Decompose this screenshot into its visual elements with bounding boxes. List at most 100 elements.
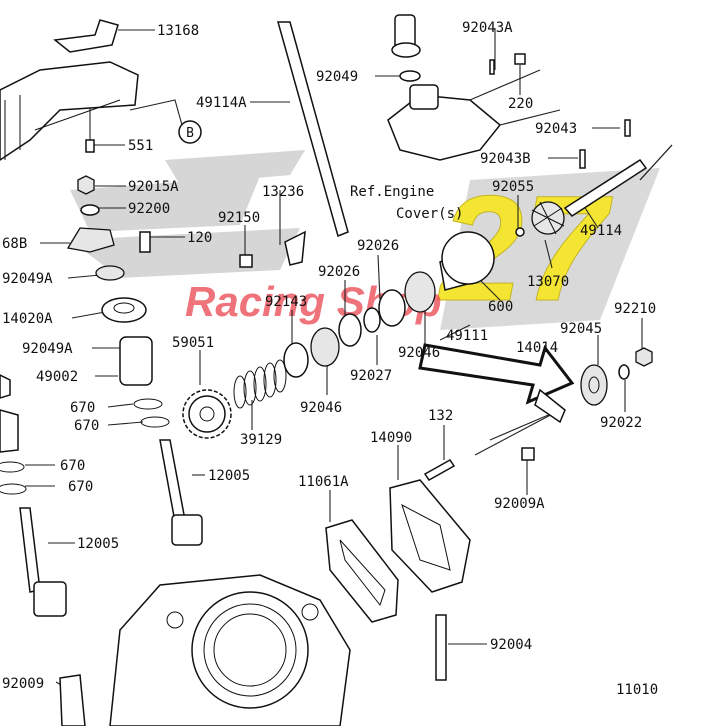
shift-shaft-49114a [277,21,349,238]
label-670-4: 670 [68,479,93,495]
label-670-2: 670 [74,418,99,434]
watermark-band [70,176,260,232]
leader-lines [25,28,673,691]
callout-b-letter: B [186,126,194,141]
label-11061a: 11061A [298,474,349,490]
label-14090: 14090 [370,430,412,446]
label-92055: 92055 [492,179,534,195]
bolt-132 [423,459,456,481]
label-92026-2: 92026 [318,264,360,280]
needle-bearing-92046-b [310,327,340,367]
shift-housing [0,61,139,161]
label-92200: 92200 [128,201,170,217]
o-ring-670-b [140,416,170,428]
label-600: 600 [488,299,513,315]
collar-92143 [283,342,309,378]
pin-92043 [624,119,631,137]
bolt-92150 [239,254,253,268]
washer-92027 [363,307,381,333]
label-92009a: 92009A [494,496,545,512]
washer-92200 [80,204,100,216]
cover-14014 [534,388,566,424]
label-92004: 92004 [490,637,532,653]
label-92049a-1: 92049A [2,271,53,287]
label-49111: 49111 [446,328,488,344]
cylinder-11010 [109,574,351,726]
stud-92004 [435,614,447,681]
label-92027: 92027 [350,368,392,384]
bolt-120 [139,231,151,253]
label-120: 120 [187,230,212,246]
watermark-back-panel [440,168,660,330]
label-12005-1: 12005 [208,468,250,484]
cover-14090 [389,479,471,593]
label-670-3: 670 [60,458,85,474]
label-92143: 92143 [265,294,307,310]
label-92210: 92210 [614,301,656,317]
label-12005-2: 12005 [77,536,119,552]
label-670-1: 670 [70,400,95,416]
label-13070: 13070 [527,274,569,290]
label-92043: 92043 [535,121,577,137]
gear-59051 [182,389,232,439]
shaft-end-12005-a [171,514,203,546]
label-92026-1: 92026 [357,238,399,254]
washer-92026-b [338,313,362,347]
washer-92026-a [378,289,406,327]
part-number-labels: 13168 49114A 551 92015A 92200 68B 120 92… [2,20,658,698]
valve-shaft-12005-a [159,439,186,523]
washer-92022 [618,364,630,380]
callout-circle-b [178,120,202,144]
gasket-11061a [325,519,399,623]
bushing-49002 [119,336,153,386]
label-551: 551 [128,138,153,154]
edge-part-a [0,374,11,399]
spring-39129 [233,359,287,409]
o-ring-92049 [399,70,421,82]
label-92009: 92009 [2,676,44,692]
bearing-92045 [580,364,608,406]
lever-13168 [53,19,119,53]
label-220: 220 [508,96,533,112]
needle-bearing-92046-a [404,271,436,313]
shaft-49114 [563,158,648,217]
label-92046-2: 92046 [398,345,440,361]
plate-68b [66,227,115,253]
label-92043a: 92043A [462,20,513,36]
bracket-92009 [59,674,86,726]
impeller-13070 [531,201,565,235]
shaft-end-12005-b [33,581,67,617]
valve-shaft-12005-b [19,507,41,593]
ref-note-line2: Cover(s) [396,206,463,222]
label-92022: 92022 [600,415,642,431]
label-49114a: 49114A [196,95,247,111]
label-14020a: 14020A [2,311,53,327]
label-49114: 49114 [580,223,622,239]
assembly-direction-arrow [418,343,575,405]
label-92049: 92049 [316,69,358,85]
bolt-92009a [521,447,535,461]
bearing-14020a [101,297,147,323]
pin-551 [85,139,95,153]
watermark-swoosh [165,150,305,185]
ring-92055 [515,227,525,237]
pump-gear-49111 [441,231,495,285]
label-68b: 68B [2,236,27,252]
o-ring-670-a [133,398,163,410]
label-49002: 49002 [36,369,78,385]
label-92049a-2: 92049A [22,341,73,357]
label-11010: 11010 [616,682,658,698]
o-ring-670-d [0,483,27,495]
label-39129: 39129 [240,432,282,448]
label-14014: 14014 [516,340,558,356]
collar-92049a [95,265,125,281]
label-92015a: 92015A [128,179,179,195]
bolt-220 [514,53,526,65]
label-13168: 13168 [157,23,199,39]
nut-92015a [77,175,95,195]
label-59051: 59051 [172,335,214,351]
label-92045: 92045 [560,321,602,337]
ref-note-line1: Ref.Engine [350,184,434,200]
